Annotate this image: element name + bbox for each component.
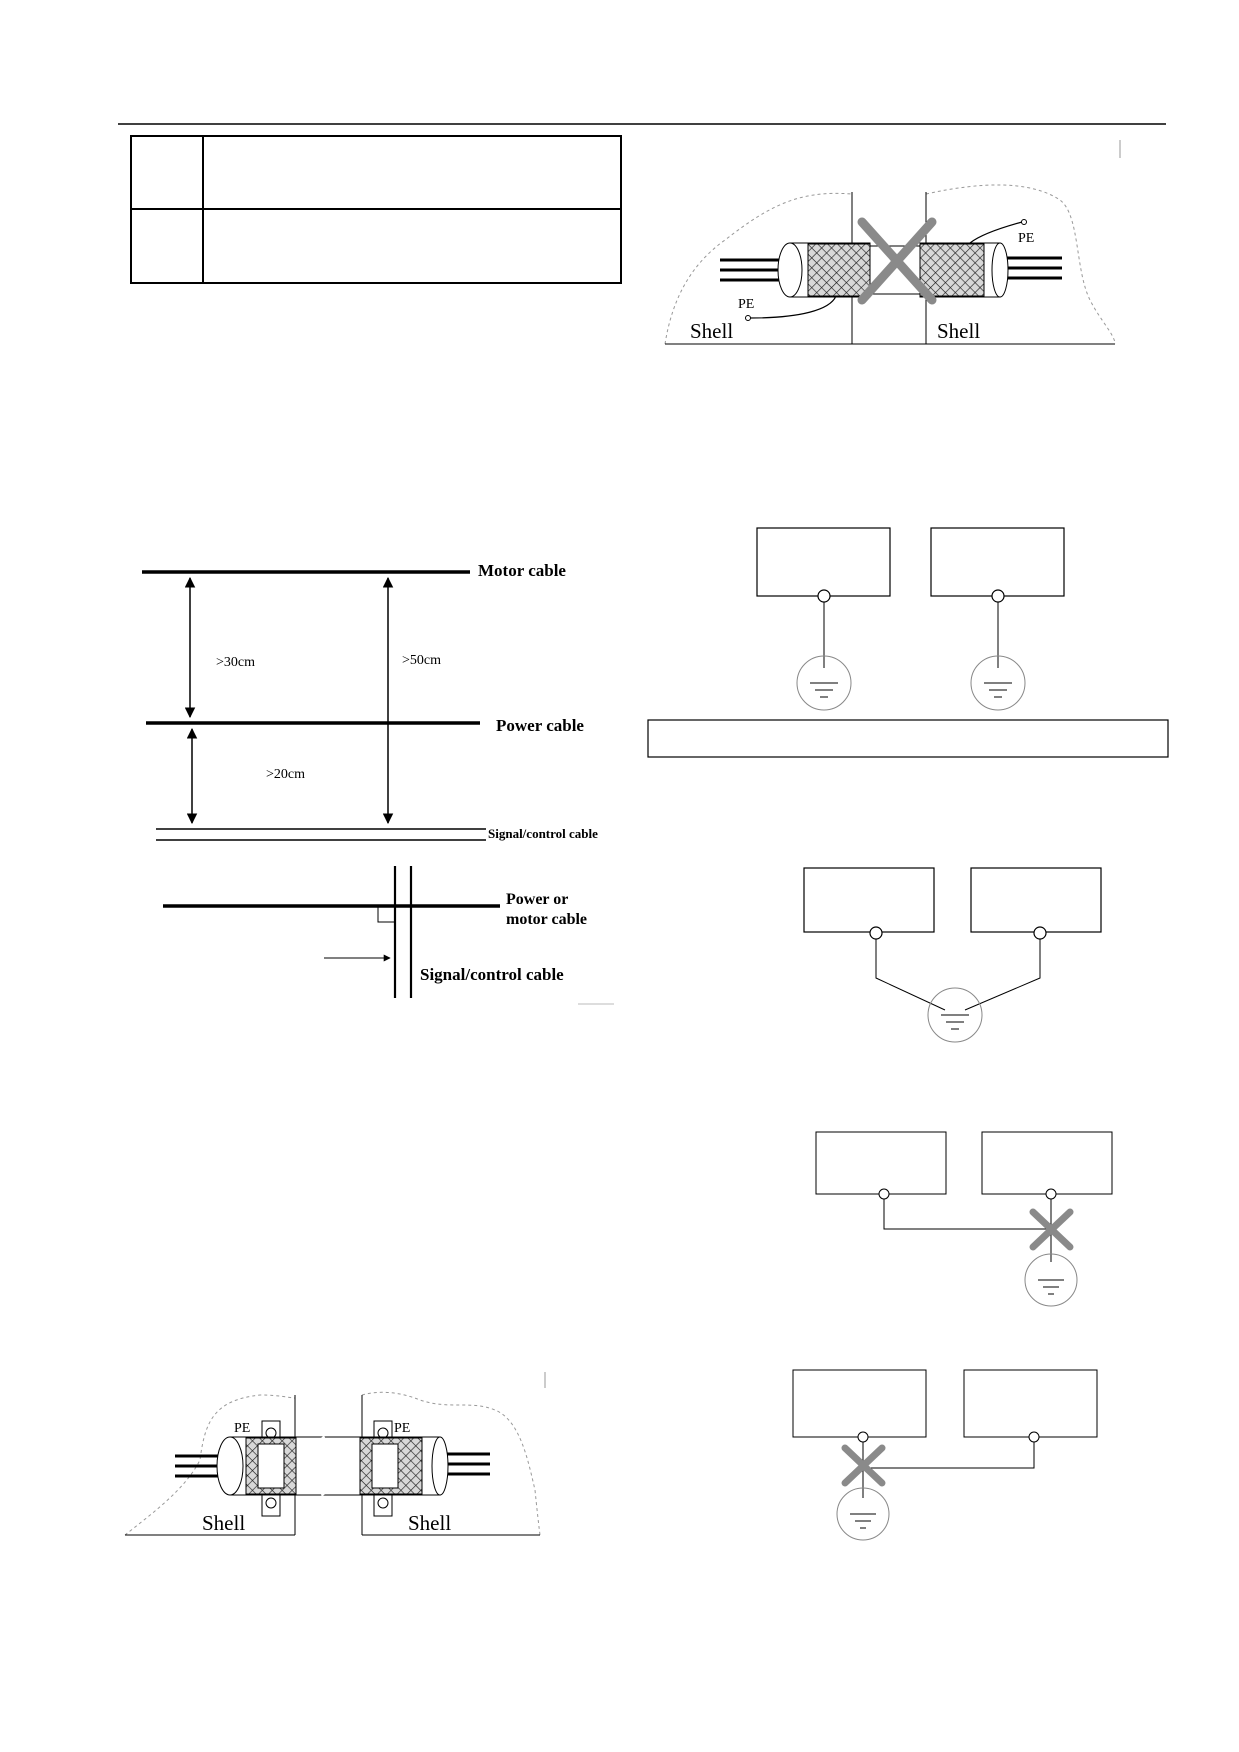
ground-symbol-5 bbox=[836, 1487, 890, 1541]
dist-motor-signal: >50cm bbox=[402, 653, 441, 668]
grounding-chained-right bbox=[815, 1131, 1113, 1307]
power-or-motor-label-1: Power or bbox=[506, 891, 568, 908]
shell-label-left: Shell bbox=[690, 319, 733, 343]
prohibited-cross-3 bbox=[841, 1444, 886, 1487]
shell-outline-right bbox=[925, 184, 1116, 345]
prohibited-cross bbox=[857, 217, 937, 305]
prohibited-cross-2 bbox=[1029, 1208, 1074, 1251]
grounding-separate bbox=[647, 527, 1169, 758]
pe-label-left-2: PE bbox=[234, 1421, 250, 1436]
shell-outline-left-2 bbox=[124, 1394, 296, 1536]
pe-label-left: PE bbox=[738, 297, 754, 312]
pe-label-right: PE bbox=[1018, 231, 1034, 246]
shell-outline-left bbox=[664, 192, 853, 345]
shell-label-right-2: Shell bbox=[408, 1511, 451, 1535]
power-or-motor-label-2: motor cable bbox=[506, 911, 587, 928]
signal-cable-label-bottom: Signal/control cable bbox=[420, 965, 564, 984]
shell-outline-right-2 bbox=[361, 1391, 541, 1536]
empty-table bbox=[130, 135, 622, 284]
shell-label-right: Shell bbox=[937, 319, 980, 343]
dist-power-signal: >20cm bbox=[266, 767, 305, 782]
grounding-common bbox=[803, 867, 1102, 1043]
ground-bar bbox=[647, 719, 1169, 758]
shield-diagram-incorrect: PE PE Shell Shell bbox=[664, 140, 1121, 345]
ground-symbol-4 bbox=[1024, 1253, 1078, 1307]
grounding-chained-left bbox=[792, 1369, 1098, 1541]
cable-spacing-diagram: Motor cable Power cable Signal/control c… bbox=[142, 561, 614, 1005]
power-cable-label: Power cable bbox=[496, 716, 584, 735]
dist-motor-power: >30cm bbox=[216, 655, 255, 670]
shield-diagram-correct: PE PE Shell Shell bbox=[124, 1372, 546, 1536]
ground-symbol-3 bbox=[927, 987, 983, 1043]
ground-symbol-2 bbox=[970, 655, 1026, 711]
pe-label-right-2: PE bbox=[394, 1421, 410, 1436]
motor-cable-label: Motor cable bbox=[478, 561, 566, 580]
ground-symbol-1 bbox=[796, 655, 852, 711]
shell-label-left-2: Shell bbox=[202, 1511, 245, 1535]
signal-cable-label-top: Signal/control cable bbox=[488, 826, 598, 841]
